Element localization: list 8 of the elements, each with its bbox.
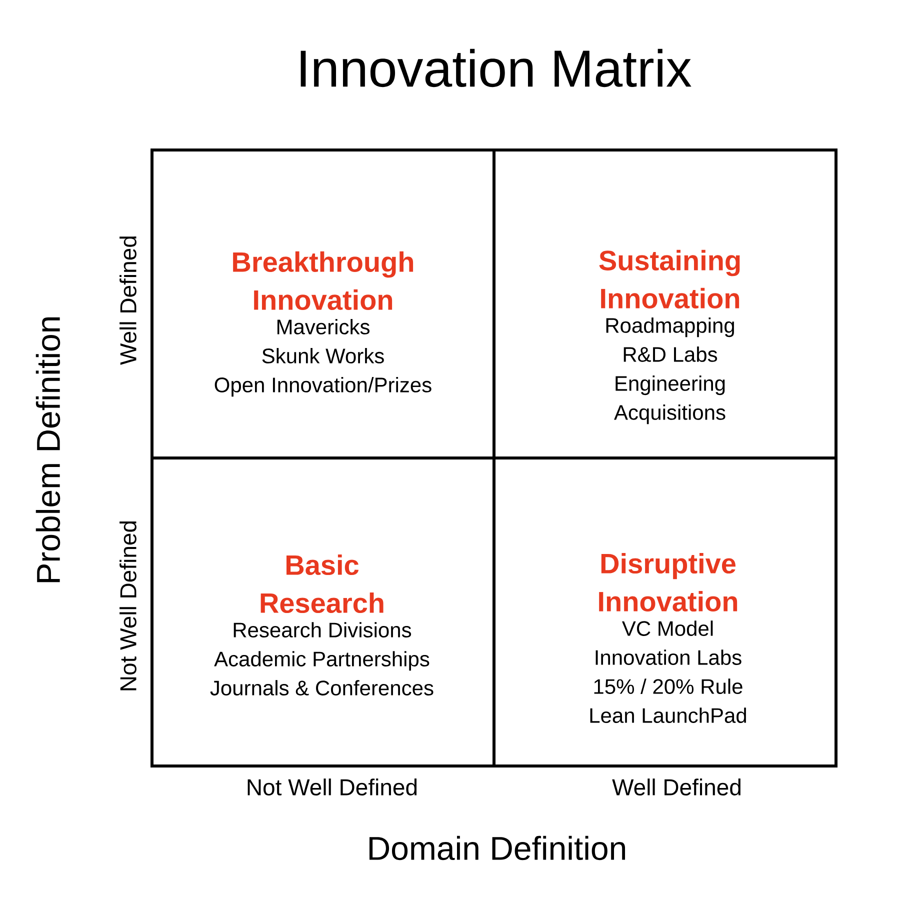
quadrant-box: Basic Research Research Divisions Academic Partnerships Journals & Conferences [150,456,496,768]
axis-label: Not Well Defined [120,521,136,690]
axis-title: Problem Definition [36,317,60,582]
axis-title: Domain Definition [370,836,626,860]
quadrant-box: Disruptive Innovation VC Model Innovation Labs 15% / 20% Rule Lean LaunchPad [492,456,838,768]
quadrant-box: Sustaining Innovation Roadmapping R&D Labs Engineering Acquisitions [492,148,838,460]
quadrant-box: Breakthrough Innovation Mavericks Skunk Works Open Innovation/Prizes [150,148,496,460]
title: Innovation Matrix [300,48,692,88]
